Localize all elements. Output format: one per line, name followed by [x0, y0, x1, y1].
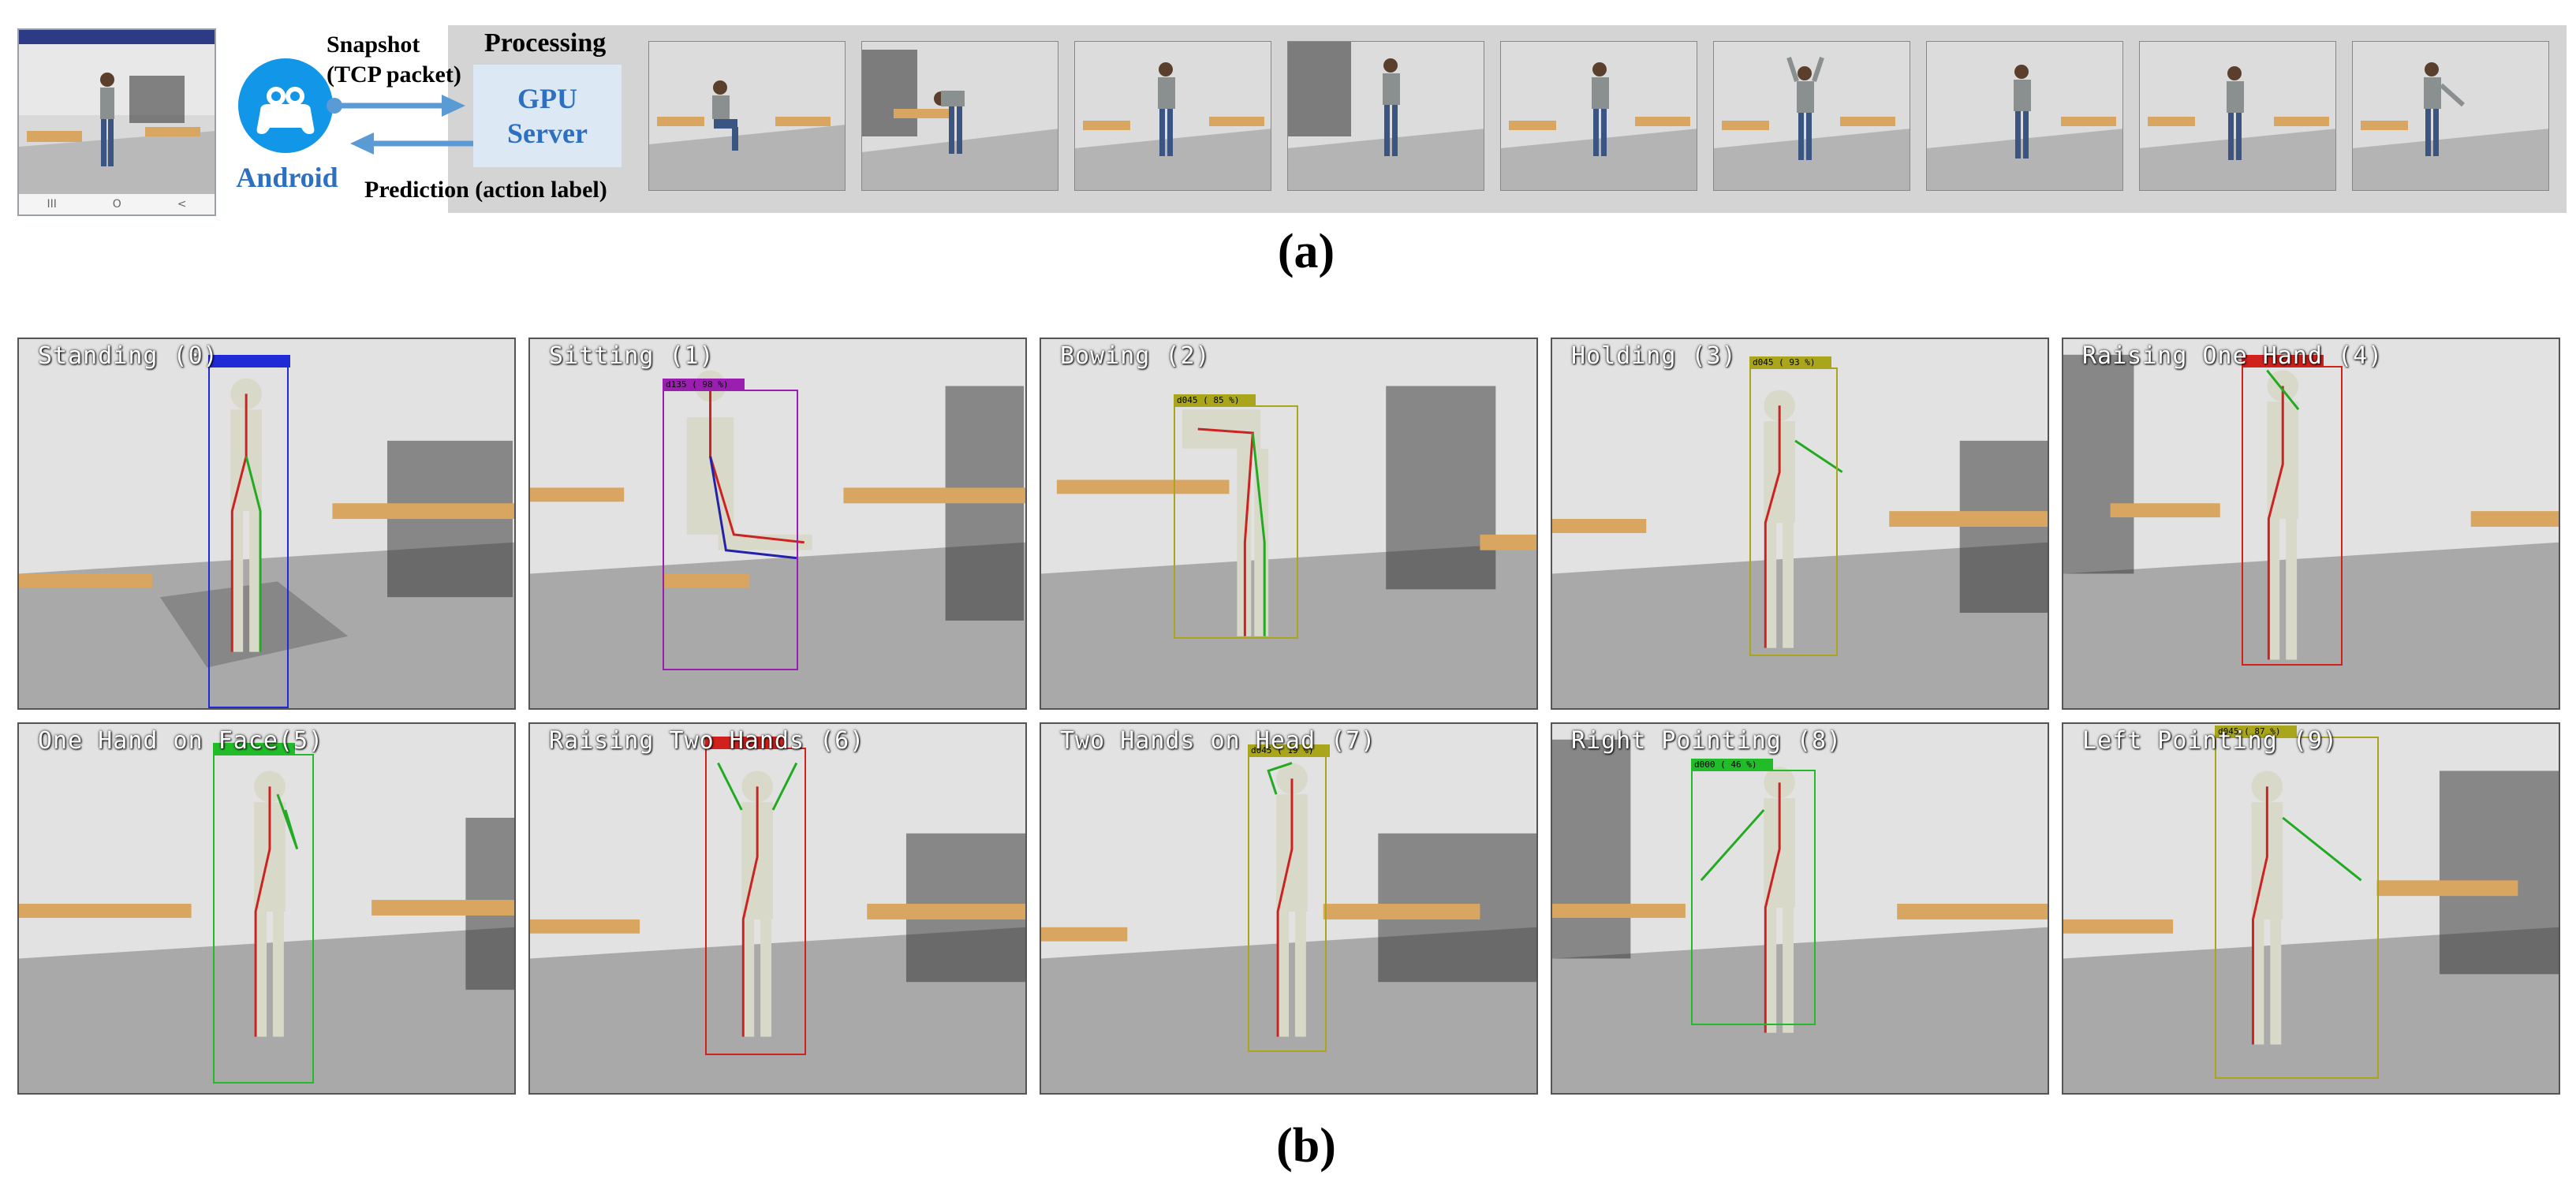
gpu-label-line2: Server: [507, 118, 588, 149]
snapshot-thumbnail: [648, 41, 846, 191]
processing-label: Processing: [484, 28, 607, 58]
frame-title: Two Hands on Head (7): [1060, 727, 1376, 755]
frame-bowing: Bowing (2) d045 ( 85 %): [1040, 338, 1538, 710]
detection-tag: d045 ( 87 %): [2215, 726, 2297, 738]
detection-box: [213, 743, 314, 1084]
gpu-server-box: GPU Server: [473, 65, 622, 167]
android-phone-screenshot: III O <: [17, 28, 216, 216]
frame-title: Left Pointing (9): [2082, 727, 2339, 755]
scene-background: [19, 724, 514, 1093]
detection-box: d135 ( 98 %): [663, 379, 798, 670]
detection-tag: [705, 737, 787, 749]
frame-sitting: Sitting (1) d135 ( 98 %): [528, 338, 1027, 710]
snapshot-thumbnail: [861, 41, 1058, 191]
snapshot-label-line1: Snapshot: [327, 32, 420, 58]
detection-box: d045 ( 93 %): [1749, 356, 1838, 656]
snapshot-thumbnail: [1926, 41, 2123, 191]
scene-background: [2063, 339, 2559, 708]
detection-box: d045 ( 87 %): [2215, 726, 2379, 1079]
scene-background: [1552, 339, 2048, 708]
android-app-icon: [238, 58, 333, 153]
detection-tag: [208, 355, 290, 367]
detection-box: [2242, 355, 2343, 666]
frame-raising-two-hands: Raising Two Hands (6): [528, 722, 1027, 1095]
snapshot-thumbnail: [1500, 41, 1697, 191]
frame-two-hands-on-head: Two Hands on Head (7) d045 ( 19 %): [1040, 722, 1538, 1095]
caption-b: (b): [1276, 1119, 1336, 1173]
frame-one-hand-on-face: One Hand on Face(5): [17, 722, 516, 1095]
frame-title: Holding (3): [1571, 342, 1737, 370]
frame-standing: Standing (0): [17, 338, 516, 710]
scene-background: [530, 339, 1025, 708]
snapshot-thumbnail: [1713, 41, 1910, 191]
frame-title: Standing (0): [38, 342, 218, 370]
gpu-label-line1: GPU: [517, 83, 577, 114]
detection-tag: d045 ( 93 %): [1749, 356, 1831, 369]
snapshot-thumbnail: [2139, 41, 2336, 191]
scene-background: [530, 724, 1025, 1093]
scene-background: [1041, 339, 1536, 708]
frame-title: Raising One Hand (4): [2082, 342, 2384, 370]
detection-box: d045 ( 85 %): [1174, 394, 1298, 639]
frame-title: Sitting (1): [549, 342, 715, 370]
scene-background: [19, 339, 514, 708]
frame-holding: Holding (3) d045 ( 93 %): [1551, 338, 2049, 710]
snapshot-label: Snapshot (TCP packet): [327, 30, 461, 90]
detection-tag: d000 ( 46 %): [1691, 759, 1773, 771]
snapshot-thumbnail: [1287, 41, 1484, 191]
nav-recent-icon: III: [47, 198, 57, 211]
android-label: Android: [236, 162, 338, 193]
snapshot-label-line2: (TCP packet): [327, 62, 461, 88]
phone-camera-preview: [19, 44, 215, 196]
scene-background: [1041, 724, 1536, 1093]
frame-title: Raising Two Hands (6): [549, 727, 865, 755]
caption-a: (a): [1277, 225, 1335, 278]
frame-title: Bowing (2): [1060, 342, 1211, 370]
detection-box: d045 ( 19 %): [1248, 744, 1330, 1052]
detection-box: [705, 737, 806, 1055]
phone-nav-bar: III O <: [19, 194, 215, 214]
detection-box: [208, 355, 290, 708]
phone-status-bar: [19, 30, 215, 44]
frame-left-pointing: Left Pointing (9) d045 ( 87 %): [2062, 722, 2560, 1095]
detection-tag: d135 ( 98 %): [663, 379, 745, 391]
frame-title: One Hand on Face(5): [38, 727, 324, 755]
detection-tag: [213, 743, 295, 755]
frame-right-pointing: Right Pointing (8) d000 ( 46 %): [1551, 722, 2049, 1095]
nav-back-icon: <: [177, 198, 187, 211]
detection-tag: d045 ( 19 %): [1248, 744, 1330, 757]
prediction-label: Prediction (action label): [364, 177, 607, 203]
frame-raising-one-hand: Raising One Hand (4): [2062, 338, 2560, 710]
snapshot-thumbnail: [2352, 41, 2549, 191]
detection-tag: d045 ( 85 %): [1174, 394, 1256, 407]
frame-title: Right Pointing (8): [1571, 727, 1842, 755]
detection-tag: [2242, 355, 2324, 367]
detection-box: d000 ( 46 %): [1691, 759, 1816, 1025]
nav-home-icon: O: [112, 198, 121, 211]
snapshot-thumbnail: [1074, 41, 1271, 191]
scene-background: [2063, 724, 2559, 1093]
scene-background: [1552, 724, 2048, 1093]
